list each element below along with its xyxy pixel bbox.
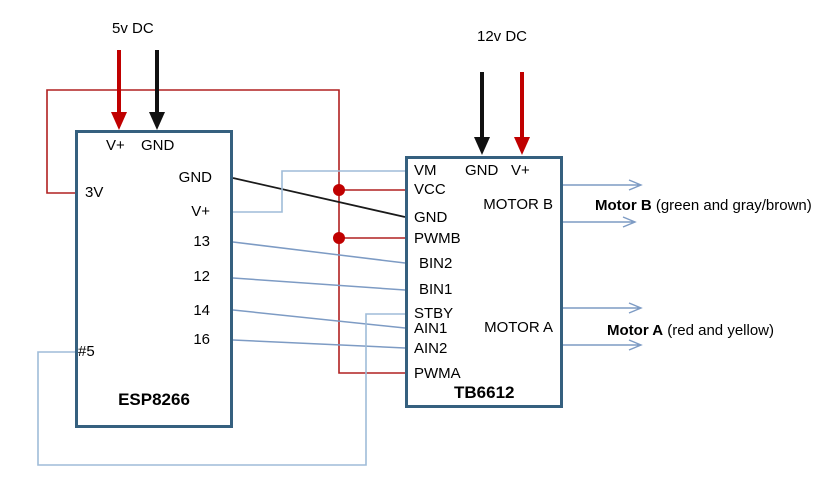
- tb-pin-pwma: PWMA: [414, 365, 461, 382]
- esp-pin-3v: 3V: [85, 184, 104, 201]
- tb6612-name: TB6612: [454, 383, 515, 402]
- tb-motor-b-label: MOTOR B: [483, 196, 553, 213]
- esp-pin-top-gnd: GND: [141, 137, 175, 154]
- motor-b-annotation-name: Motor B: [595, 197, 652, 214]
- tb-pin-bin2: BIN2: [419, 255, 453, 272]
- tb-pin-ain2: AIN2: [414, 340, 448, 357]
- esp-pin-12: 12: [193, 268, 210, 285]
- esp-pin-gnd: GND: [178, 169, 212, 186]
- arrow-5v-gnd-head: [149, 112, 165, 130]
- arrow-12v-gnd-head: [474, 137, 490, 155]
- motor-a-annotation: Motor A (red and yellow): [607, 322, 774, 339]
- wire-vplus-to-vm: [233, 170, 405, 213]
- supply-5v-label: 5v DC: [112, 20, 154, 37]
- wire-3v-power-rail: [46, 89, 405, 374]
- esp8266-box: [75, 130, 233, 428]
- motor-a-annotation-wires: (red and yellow): [663, 322, 774, 339]
- motor-b-annotation-wires: (green and gray/brown): [651, 197, 812, 214]
- tb-pin-pwmb: PWMB: [414, 230, 461, 247]
- esp-pin-14: 14: [193, 302, 210, 319]
- esp8266-name: ESP8266: [118, 390, 190, 409]
- junction-dot-vcc: [333, 184, 345, 196]
- tb-motor-a-label: MOTOR A: [484, 319, 553, 336]
- tb-pin-ain1: AIN1: [414, 320, 448, 337]
- wire-13-to-bin2: [232, 241, 406, 264]
- tb-pin-bin1: BIN1: [419, 281, 453, 298]
- motor-b-annotation: Motor B (green and gray/brown): [595, 197, 812, 214]
- esp-pin-16: 16: [193, 331, 210, 348]
- arrow-12v-vplus-head: [514, 137, 530, 155]
- wire-5-to-stby: [37, 313, 405, 466]
- motor-a-annotation-name: Motor A: [607, 322, 664, 339]
- wire-gnd-to-gnd: [232, 177, 406, 218]
- tb-pin-gnd: GND: [414, 209, 448, 226]
- tb-pin-top-vplus: V+: [511, 162, 530, 179]
- wire-12-to-bin1: [232, 277, 406, 291]
- arrow-5v-vplus-head: [111, 112, 127, 130]
- tb-pin-stby: STBY: [414, 305, 454, 322]
- wire-16-to-ain2: [232, 339, 406, 349]
- supply-12v-label: 12v DC: [477, 28, 528, 45]
- tb6612-box: [405, 156, 563, 408]
- tb-pin-top-gnd: GND: [465, 162, 499, 179]
- esp-pin-top-vplus: V+: [106, 137, 125, 154]
- esp-pin-13: 13: [193, 233, 210, 250]
- junction-dot-pwmb: [333, 232, 345, 244]
- esp-pin-5: #5: [78, 343, 95, 360]
- esp-pin-vplus: V+: [191, 203, 210, 220]
- wire-14-to-ain1: [232, 309, 406, 329]
- motor-b-arrows: [562, 179, 643, 228]
- tb-pin-vm: VM: [414, 162, 437, 179]
- tb-pin-vcc: VCC: [414, 181, 446, 198]
- motor-a-arrows: [562, 302, 643, 351]
